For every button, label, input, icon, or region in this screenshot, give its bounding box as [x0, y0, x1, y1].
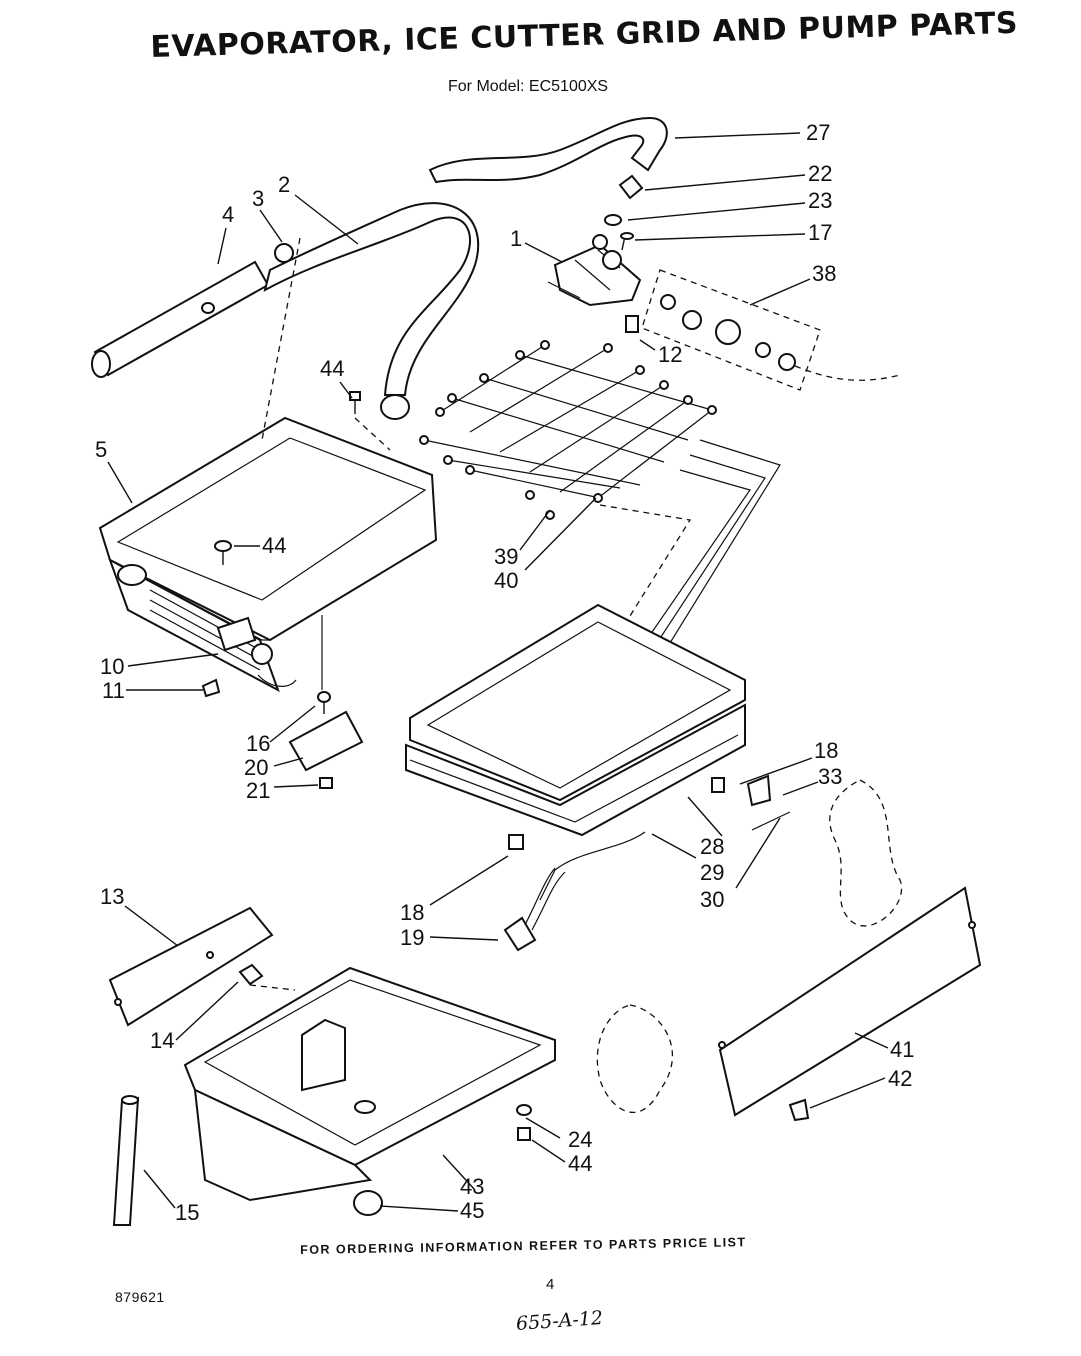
- part-3-clamp: [274, 243, 294, 263]
- callout-38: 38: [812, 261, 836, 286]
- callout-2: 2: [278, 172, 290, 197]
- part-20-bracket: [288, 710, 364, 772]
- leader-lines: [107, 132, 889, 1212]
- callout-45: 45: [460, 1198, 484, 1223]
- part-45-foot: [353, 1190, 383, 1216]
- callout-43: 43: [460, 1174, 484, 1199]
- part-4-tube: [91, 260, 270, 378]
- callout-1: 1: [510, 226, 522, 251]
- callout-12: 12: [658, 342, 682, 367]
- part-38-fitting-kit: [641, 269, 901, 391]
- callout-28: 28: [700, 834, 724, 859]
- part-27-hose: [428, 116, 668, 184]
- callout-24: 24: [568, 1127, 592, 1152]
- part-22-coupling: [618, 174, 644, 200]
- part-2-hose: [263, 202, 480, 420]
- callout-29: 29: [700, 860, 724, 885]
- callout-18-right: 18: [814, 738, 838, 763]
- model-subtitle: For Model: EC5100XS: [448, 78, 609, 95]
- part-10-thermostat: [216, 616, 297, 687]
- callout-23: 23: [808, 188, 832, 213]
- callout-40: 40: [494, 568, 518, 593]
- part-18-connector-left: [508, 834, 524, 850]
- callout-39: 39: [494, 544, 518, 569]
- callout-33: 33: [818, 764, 842, 789]
- part-1-water-valve: [547, 234, 642, 307]
- callout-11: 11: [102, 678, 125, 703]
- part-13-bracket: [108, 906, 274, 1027]
- part-44-screw-lower: [517, 1127, 531, 1141]
- part-41-panel: [718, 886, 982, 1117]
- part-33-clip: [746, 774, 772, 807]
- part-44-screw-middle: [214, 540, 232, 565]
- callout-19: 19: [400, 925, 424, 950]
- part-23-clamp: [604, 214, 622, 226]
- part-28-grid-frame: [405, 603, 746, 837]
- callout-15: 15: [175, 1200, 199, 1225]
- part-18-connector-right: [711, 777, 725, 793]
- part-42-screw: [788, 1098, 810, 1122]
- callout-44-middle: 44: [262, 533, 286, 558]
- callout-13: 13: [100, 884, 124, 909]
- callout-44-upper: 44: [320, 356, 344, 381]
- callout-22: 22: [808, 161, 832, 186]
- callout-44-lower: 44: [568, 1151, 592, 1176]
- cabinet-outline-dashed: [596, 779, 903, 1113]
- part-11-screw: [201, 678, 221, 698]
- callout-27: 27: [806, 120, 830, 145]
- callout-17: 17: [808, 220, 832, 245]
- part-12-fitting: [625, 315, 639, 333]
- callout-labels: 27 22 23 17 1 38 12 2 3 4 44 5 44 39 40 …: [95, 120, 914, 1225]
- part-24-washer: [516, 1104, 532, 1116]
- document-number: 879621: [115, 1289, 165, 1305]
- callout-10: 10: [100, 654, 124, 679]
- part-15-hose: [112, 1095, 140, 1226]
- callout-21: 21: [246, 778, 270, 803]
- part-29-30-wire: [539, 811, 791, 901]
- part-5-evaporator: [98, 237, 438, 693]
- part-16-screw: [317, 691, 331, 714]
- part-14-nut: [238, 963, 264, 986]
- callout-4: 4: [222, 202, 234, 227]
- callout-14: 14: [150, 1028, 174, 1053]
- callout-30: 30: [700, 887, 724, 912]
- page-number: 4: [546, 1276, 555, 1293]
- callout-16: 16: [246, 731, 270, 756]
- callout-18-left: 18: [400, 900, 424, 925]
- callout-41: 41: [890, 1037, 914, 1062]
- callout-3: 3: [252, 186, 264, 211]
- callout-20: 20: [244, 755, 268, 780]
- callout-42: 42: [888, 1066, 912, 1091]
- part-21-nut: [319, 777, 333, 789]
- part-17-screw: [620, 232, 634, 251]
- part-43-reservoir: [183, 966, 556, 1202]
- callout-5: 5: [95, 437, 107, 462]
- part-19-power-cord: [503, 867, 566, 952]
